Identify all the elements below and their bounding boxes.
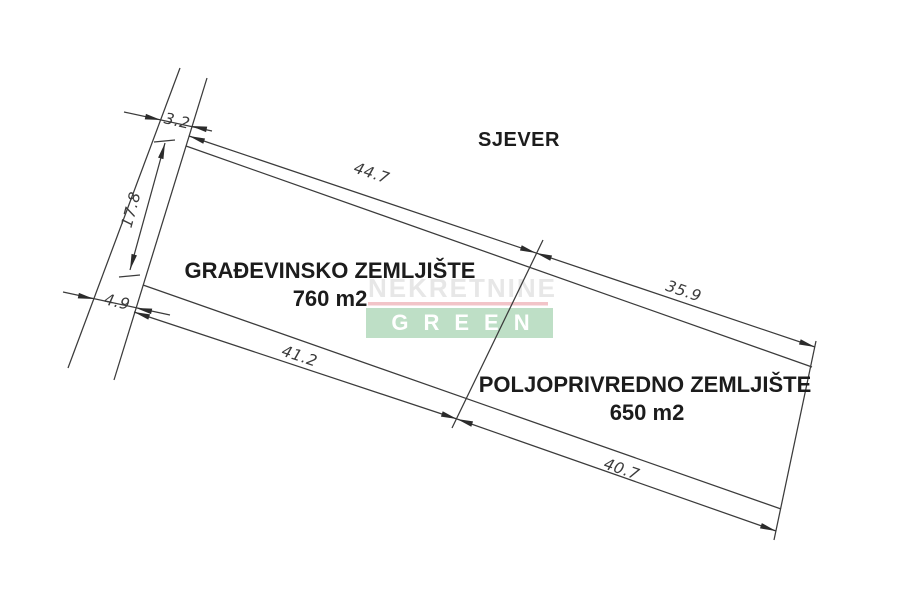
plot-top-boundary (185, 145, 813, 368)
dim-top-left-label: 44.7 (351, 159, 391, 188)
road-right-edge-line (113, 77, 208, 381)
arrow-top-dim-end (798, 339, 815, 347)
dim-line-bottom-right (456, 418, 777, 532)
parcel-building-area: 760 m2 (293, 286, 368, 311)
dim-bottom-right-label: 40.7 (601, 455, 641, 484)
dim-line-road-frontage (129, 142, 166, 271)
arrow-bottom-dim-end (759, 523, 776, 531)
tick-road-frontage-bottom (118, 274, 141, 278)
watermark-green-box (366, 308, 553, 338)
dim-road-width-top-label: 3.2 (162, 109, 192, 132)
tick-road-frontage-top (153, 139, 176, 143)
arrow-road-frontage-bottom (130, 253, 137, 270)
parcel-agricultural-area: 650 m2 (610, 400, 685, 425)
watermark-underline (368, 302, 548, 306)
parcel-labels: SJEVER GRAĐEVINSKO ZEMLJIŠTE 760 m2 POLJ… (185, 129, 812, 425)
arrow-bottom-dim-mid-right (457, 419, 474, 427)
plot-right-boundary (773, 340, 817, 541)
watermark-name: NEKRETNINE (368, 273, 557, 303)
drawing-lines (62, 67, 817, 541)
dim-road-width-bottom-label: 4.9 (102, 290, 132, 313)
dim-top-right-label: 35.9 (663, 277, 703, 306)
north-label: SJEVER (478, 129, 560, 151)
arrow-bottom-dim-start (134, 312, 151, 320)
watermark-brand: GREEN (391, 310, 544, 335)
arrow-road-width-bottom-right (136, 308, 153, 315)
dim-line-bottom-left (133, 311, 458, 420)
arrow-road-width-top-right (191, 126, 208, 133)
road-left-edge-line (67, 67, 181, 369)
parcel-division-line (451, 239, 544, 429)
plot-bottom-boundary (142, 284, 782, 510)
arrow-top-dim-mid-right (536, 253, 553, 261)
arrow-road-frontage-top (158, 143, 165, 160)
parcel-building-name: GRAĐEVINSKO ZEMLJIŠTE (185, 258, 476, 283)
dim-line-top (188, 135, 816, 348)
arrow-top-dim-start (189, 136, 206, 144)
arrow-road-width-bottom-left (77, 292, 94, 299)
arrow-bottom-dim-mid-left (440, 411, 457, 419)
dimension-arrows (77, 113, 815, 531)
parcel-agricultural-name: POLJOPRIVREDNO ZEMLJIŠTE (479, 372, 812, 397)
arrow-top-dim-mid-left (519, 245, 536, 253)
arrow-road-width-top-left (144, 113, 161, 120)
dim-road-frontage-label: 17.8 (118, 190, 145, 230)
